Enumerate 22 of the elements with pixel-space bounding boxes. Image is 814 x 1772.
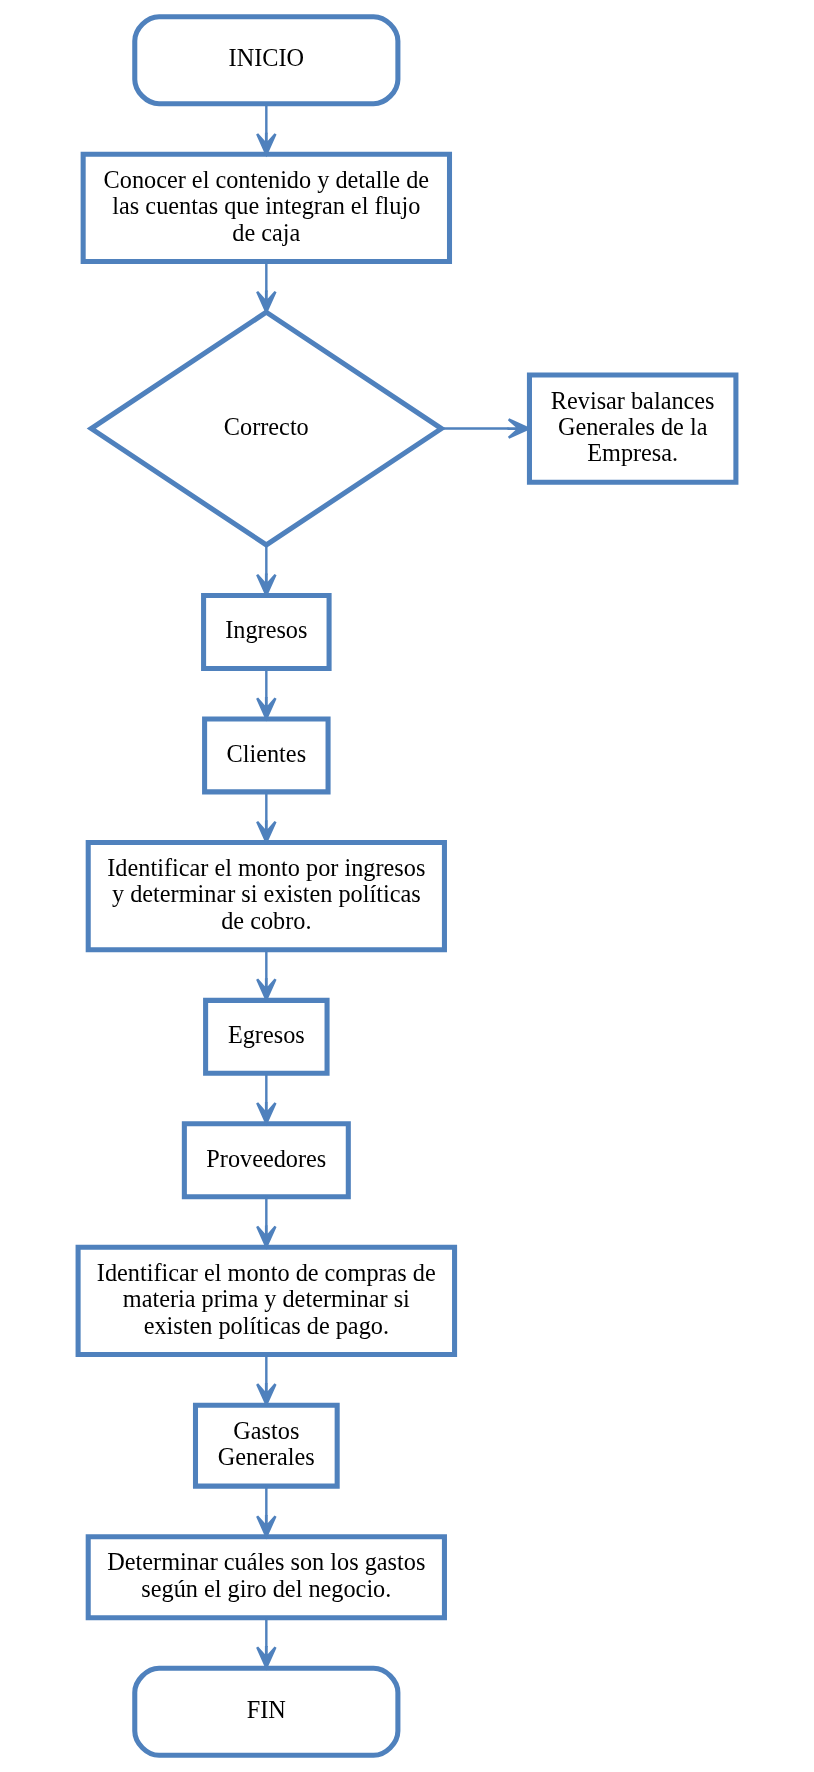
node-box: Conocer el contenido y detalle de las cuentas que integran el flujo de caja <box>80 151 453 265</box>
node-box: Clientes <box>202 716 331 795</box>
node-box: Proveedores <box>181 1121 351 1200</box>
node-box: Revisar balances Generales de la Empresa. <box>526 372 739 485</box>
arrow <box>256 1486 277 1538</box>
node-box: Determinar cuáles son los gastos según el giro del negocio. <box>85 1534 447 1621</box>
arrow <box>256 1355 277 1406</box>
arrow <box>256 1617 277 1669</box>
node-diamond: Correcto <box>86 309 446 548</box>
node-box: Identificar el monto por ingresos y determinar si existen políticas de cobro. <box>85 839 447 953</box>
arrow <box>256 1073 277 1125</box>
node-box: Egresos <box>203 997 330 1076</box>
node-box: Gastos Generales <box>192 1402 340 1489</box>
node-box: Identificar el monto de compras de materia prima y determinar si existen políticas de pago. <box>75 1244 458 1358</box>
arrow <box>256 103 277 156</box>
node-box: Ingresos <box>201 593 332 671</box>
node-box: INICIO <box>132 14 401 107</box>
arrow <box>256 261 277 314</box>
arrow <box>256 1196 277 1249</box>
arrow <box>256 668 277 720</box>
arrow <box>256 949 277 1001</box>
node-box: FIN <box>132 1665 401 1758</box>
